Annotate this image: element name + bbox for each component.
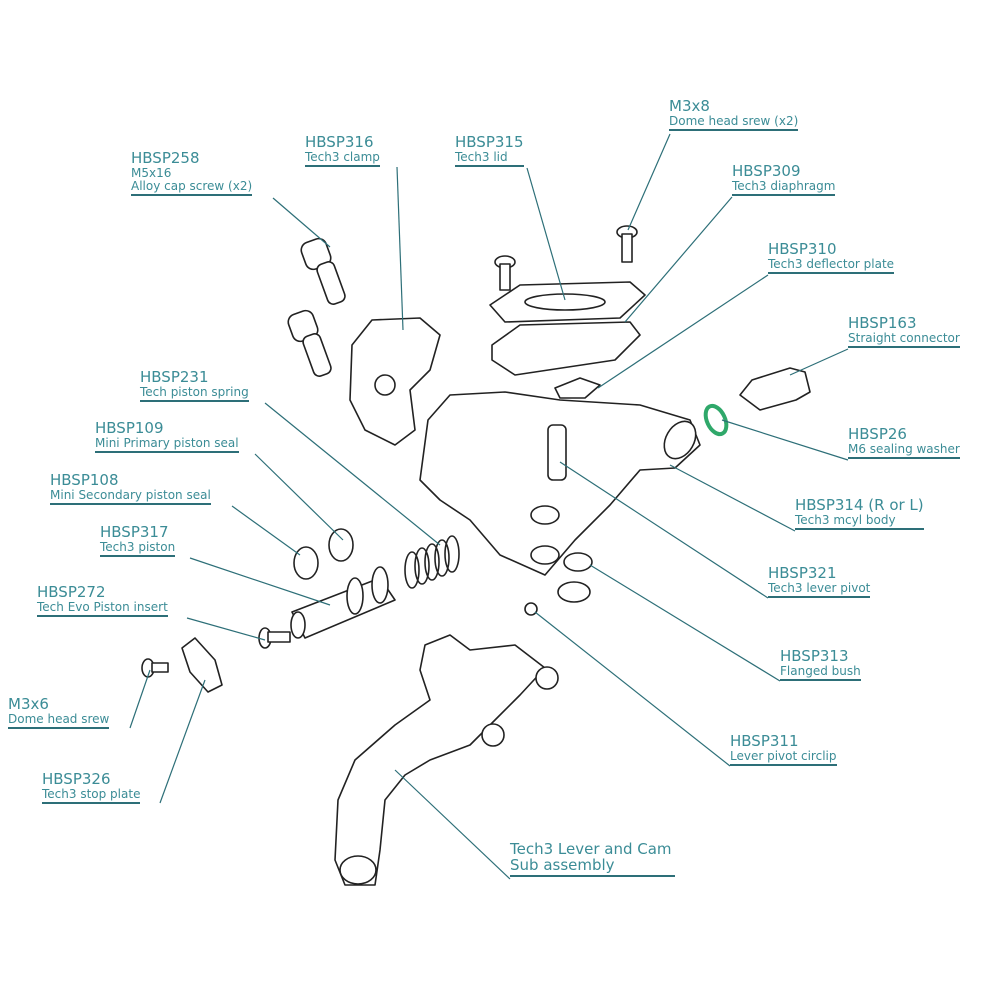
part-code: HBSP231 bbox=[140, 368, 209, 386]
part-description: Tech3 stop plate bbox=[42, 788, 141, 804]
part-description: M6 sealing washer bbox=[848, 443, 960, 459]
part-description: Tech3 diaphragm bbox=[732, 180, 836, 196]
part-description: Tech3 deflector plate bbox=[768, 258, 895, 274]
part-description: Mini Primary piston seal bbox=[95, 437, 239, 453]
part-code: HBSP326 bbox=[42, 770, 111, 788]
dome-screw-part bbox=[494, 225, 638, 291]
part-description: Mini Secondary piston seal bbox=[50, 489, 211, 505]
part-code: HBSP163 bbox=[848, 314, 917, 332]
cap-screw-part bbox=[287, 237, 346, 377]
circlip-part bbox=[524, 602, 538, 616]
part-code: HBSP26 bbox=[848, 425, 907, 443]
sealing-washer-part bbox=[703, 403, 729, 437]
secondary-seal-part bbox=[293, 546, 319, 580]
part-description: Alloy cap screw (x2) bbox=[131, 180, 253, 196]
part-code: M3x8 bbox=[669, 97, 710, 115]
part-description: Tech3 clamp bbox=[305, 151, 380, 167]
label-hbsp314: HBSP314 (R or L)Tech3 mcyl body bbox=[795, 498, 924, 530]
part-code: HBSP314 (R or L) bbox=[795, 496, 924, 514]
part-code: HBSP317 bbox=[100, 523, 169, 541]
part-description: Sub assembly bbox=[510, 858, 675, 877]
part-code: HBSP258 bbox=[131, 149, 200, 167]
flanged-bush-part bbox=[563, 552, 593, 572]
part-description: Dome head srew (x2) bbox=[669, 115, 799, 131]
leader-lines bbox=[129, 133, 849, 880]
part-code: M3x6 bbox=[8, 695, 49, 713]
part-code: HBSP313 bbox=[780, 647, 849, 665]
mcyl-body-part bbox=[419, 391, 701, 576]
stop-plate-part bbox=[181, 637, 223, 693]
part-code: HBSP309 bbox=[732, 162, 801, 180]
part-code: HBSP310 bbox=[768, 240, 837, 258]
part-code: HBSP272 bbox=[37, 583, 106, 601]
part-description: Tech piston spring bbox=[140, 386, 249, 402]
part-description: Dome head srew bbox=[8, 713, 110, 729]
part-description: Flanged bush bbox=[780, 665, 861, 681]
part-description: Tech3 piston bbox=[100, 541, 176, 557]
part-description: Straight connector bbox=[848, 332, 960, 348]
deflector-plate-part bbox=[554, 377, 601, 399]
part-description: Tech Evo Piston insert bbox=[37, 601, 168, 617]
part-code: HBSP316 bbox=[305, 133, 374, 151]
part-description: Tech3 lever pivot bbox=[768, 582, 871, 598]
part-description: Tech3 lid bbox=[455, 151, 524, 167]
part-code: HBSP311 bbox=[730, 732, 799, 750]
part-code: HBSP108 bbox=[50, 471, 119, 489]
primary-seal-part bbox=[328, 528, 354, 562]
part-code: Tech3 Lever and Cam bbox=[510, 840, 672, 858]
part-size: M5x16 bbox=[131, 166, 172, 180]
straight-connector-part bbox=[739, 367, 811, 411]
diaphragm-part bbox=[491, 321, 641, 376]
part-code: HBSP109 bbox=[95, 419, 164, 437]
part-description: Lever pivot circlip bbox=[730, 750, 837, 766]
part-code: HBSP315 bbox=[455, 133, 524, 151]
part-description: Tech3 mcyl body bbox=[795, 514, 924, 530]
piston-spring-part bbox=[404, 535, 460, 589]
lever-part bbox=[334, 634, 546, 886]
part-code: HBSP321 bbox=[768, 564, 837, 582]
